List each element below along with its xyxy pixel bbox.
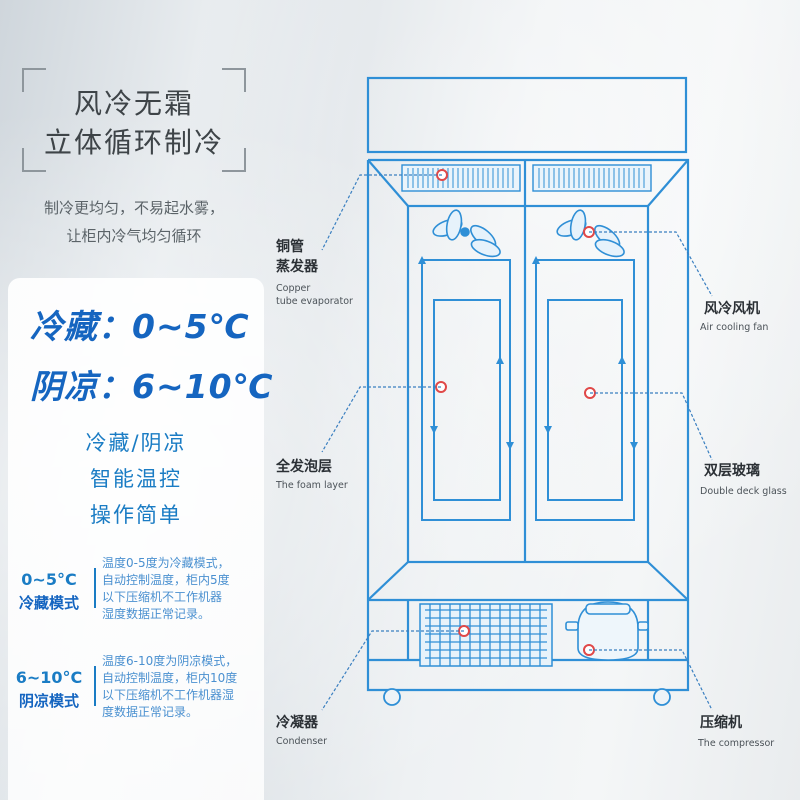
label-copper-cn-2: 蒸发器 <box>276 259 318 275</box>
feature-2: 智能温控 <box>90 467 182 491</box>
label-compressor-cn: 压缩机 <box>700 715 742 731</box>
label-fan-en: Air cooling fan <box>700 322 769 333</box>
label-glass-en: Double deck glass <box>700 486 787 497</box>
mode-2-name: 阴凉模式 <box>18 692 79 710</box>
leader-foam <box>321 386 441 453</box>
temp-cold: 冷藏：0~5℃ <box>30 307 250 346</box>
leader-glass <box>590 392 713 461</box>
subtitle-line-1: 制冷更均匀，不易起水雾， <box>43 199 224 217</box>
foot-right <box>653 688 671 706</box>
mode-1-desc: 温度0-5度为冷藏模式，自动控制温度，柜内5度 以下压缩机不工作机器湿度数据正常… <box>102 556 230 621</box>
feature-3: 操作简单 <box>90 503 182 527</box>
top-light-box <box>366 76 688 154</box>
leader-copper <box>321 174 442 251</box>
temp-cool: 阴凉：6~10℃ <box>30 367 274 406</box>
leader-compressor <box>589 649 713 711</box>
label-copper-en-1: Copper <box>276 283 311 294</box>
cabinet-outer <box>366 158 690 692</box>
mode-1-divider <box>94 568 96 608</box>
title-line-2: 立体循环制冷 <box>43 126 224 159</box>
leader-condenser <box>321 630 464 711</box>
feature-1: 冷藏/阴凉 <box>85 431 187 455</box>
mode-2-divider <box>94 666 96 706</box>
cabinet-inner <box>406 204 650 564</box>
label-fan-cn: 风冷风机 <box>704 301 760 317</box>
fan-left <box>432 209 501 258</box>
label-copper-cn-1: 铜管 <box>276 239 304 255</box>
evaporator-left <box>401 164 521 192</box>
foot-left <box>383 688 401 706</box>
airflow-left <box>418 256 514 521</box>
mode-2-range: 6~10°C <box>15 668 83 687</box>
leader-fan <box>589 231 713 297</box>
label-condenser-cn: 冷凝器 <box>276 715 318 731</box>
airflow-right <box>532 256 638 521</box>
label-condenser-en: Condenser <box>276 736 328 747</box>
mode-2-desc: 温度6-10度为阴凉模式，自动控制温度，柜内10度 以下压缩机不工作机器湿度数据… <box>102 654 238 719</box>
mode-1-range: 0~5°C <box>21 570 77 589</box>
label-copper-en-2: tube evaporator <box>276 296 353 307</box>
label-foam-en: The foam layer <box>276 480 348 491</box>
label-foam-cn: 全发泡层 <box>276 459 332 475</box>
label-glass-cn: 双层玻璃 <box>704 463 760 479</box>
title-line-1: 风冷无霜 <box>73 87 194 120</box>
evaporator-right <box>532 164 652 192</box>
spec-panel <box>8 278 264 800</box>
condenser-unit <box>419 603 553 667</box>
mode-1-name: 冷藏模式 <box>18 594 79 612</box>
compressor-unit <box>565 601 649 661</box>
title-frame <box>22 68 246 172</box>
subtitle-line-2: 让柜内冷气均匀循环 <box>66 227 202 245</box>
label-compressor-en: The compressor <box>698 738 775 749</box>
